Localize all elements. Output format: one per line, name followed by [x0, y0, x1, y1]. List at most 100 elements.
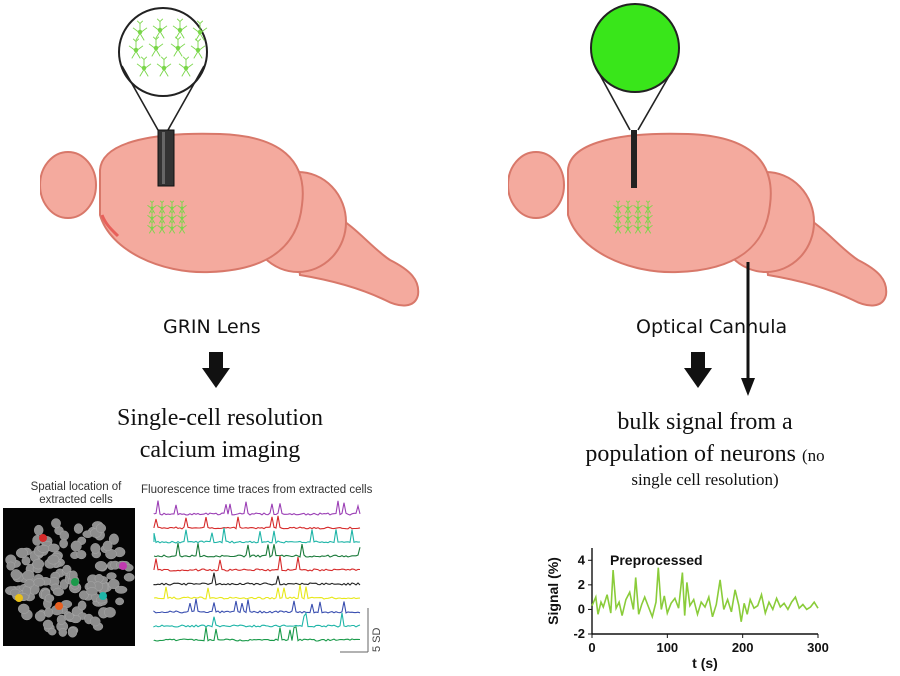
cell-blob — [90, 543, 101, 554]
long-down-arrow — [741, 262, 755, 396]
neuron-icon — [128, 38, 144, 59]
olfactory-bulb — [40, 151, 97, 219]
neuron-icon — [157, 220, 167, 234]
cell-blob — [32, 558, 45, 570]
cell-blob — [123, 573, 135, 582]
highlighted-cell — [55, 602, 63, 610]
cell-blob — [59, 538, 68, 549]
cell-blob — [48, 627, 57, 636]
neuron-icon — [192, 20, 208, 41]
right-desc-line2-main: population of neurons — [585, 441, 796, 467]
cell-blob — [89, 616, 101, 627]
highlighted-cell — [15, 594, 23, 602]
left-down-arrow — [202, 352, 230, 388]
neuron-icon — [178, 56, 194, 77]
neuron-icon — [152, 18, 168, 39]
cell-blob — [44, 594, 55, 603]
neuron-icon — [148, 36, 164, 57]
cell-blob — [114, 585, 128, 594]
cell-blob — [62, 564, 72, 574]
neuron-icon — [172, 18, 188, 39]
x-tick-label: 300 — [807, 640, 829, 655]
cell-blob — [102, 540, 113, 552]
brain-neurons — [147, 200, 187, 234]
cell-blob — [86, 587, 98, 596]
cell-blob — [65, 612, 74, 621]
cortex — [99, 132, 304, 274]
fluorescence-trace — [153, 527, 361, 545]
y-axis-label: Signal (%) — [545, 557, 561, 625]
cell-blob — [56, 614, 66, 625]
neuron-icon — [136, 56, 152, 77]
cell-blob — [108, 533, 119, 545]
fluorescence-trace — [153, 584, 361, 600]
fluorescence-trace — [153, 572, 361, 586]
x-axis-label: t (s) — [692, 655, 718, 671]
highlighted-cell — [99, 592, 107, 600]
cell-blob — [37, 544, 50, 553]
neuron-icon — [613, 210, 623, 224]
fluorescence-trace — [153, 611, 361, 628]
zoomed-neurons — [128, 18, 208, 77]
x-tick-label: 200 — [732, 640, 754, 655]
neuron-icon — [643, 220, 653, 234]
x-tick-label: 0 — [588, 640, 595, 655]
cell-blob — [94, 561, 107, 572]
neuron-icon — [167, 220, 177, 234]
cell-blob — [34, 610, 46, 622]
neuron-icon — [132, 20, 148, 41]
neuron-icon — [623, 200, 633, 214]
right-desc-line2-small: (no — [801, 446, 825, 465]
cell-blob — [34, 524, 44, 536]
fluorescence-trace — [153, 626, 361, 642]
cell-blob — [73, 523, 84, 534]
y-tick-label: 4 — [578, 552, 586, 567]
brain-neurons — [613, 200, 653, 234]
neuron-icon — [170, 36, 186, 57]
x-tick-label: 100 — [656, 640, 678, 655]
neuron-icon — [633, 210, 643, 224]
cell-blob — [77, 600, 87, 611]
highlighted-cell — [39, 534, 47, 542]
cell-blob — [79, 590, 89, 600]
y-tick-label: -2 — [573, 626, 585, 641]
right-down-arrow — [684, 352, 712, 388]
neuron-icon — [623, 220, 633, 234]
optical-cannula-label: Optical Cannula — [636, 316, 788, 338]
cell-blob — [47, 554, 60, 565]
y-tick-label: 2 — [578, 577, 585, 592]
cell-blob — [15, 547, 29, 559]
spatial-title-line1: Spatial location of — [30, 481, 122, 493]
cell-blob — [94, 574, 104, 583]
cell-blob — [52, 587, 65, 597]
cell-blob — [48, 543, 60, 553]
grin-lens-rod — [157, 129, 175, 187]
right-zoom-circle — [590, 3, 680, 93]
neuron-icon — [633, 220, 643, 234]
left-description: Single-cell resolution calcium imaging — [60, 402, 380, 466]
cell-blob — [44, 607, 53, 618]
neuron-icon — [147, 220, 157, 234]
neuron-icon — [177, 220, 187, 234]
optical-cannula-fiber — [631, 130, 637, 188]
chart-title: Preprocessed — [610, 552, 703, 568]
cell-blob — [10, 569, 22, 580]
fluorescence-trace — [153, 555, 361, 572]
grin-lens-label: GRIN Lens — [163, 316, 261, 338]
cell-blob — [6, 561, 16, 571]
right-description: bulk signal from a population of neurons… — [540, 406, 870, 472]
cell-blob — [22, 570, 35, 581]
right-brain-illustration — [508, 3, 888, 307]
left-desc-line1: Single-cell resolution — [117, 405, 323, 431]
cell-blob — [104, 607, 116, 618]
spatial-title: Spatial location of extracted cells — [6, 481, 146, 507]
scale-bar-label: 5 SD — [371, 627, 383, 652]
highlighted-cell — [119, 562, 127, 570]
neuron-icon — [156, 56, 172, 77]
cell-blob — [58, 628, 67, 637]
cell-blob — [18, 603, 30, 614]
cell-blob — [24, 579, 35, 588]
cell-blob — [51, 518, 61, 529]
fluorescence-trace — [153, 598, 361, 614]
